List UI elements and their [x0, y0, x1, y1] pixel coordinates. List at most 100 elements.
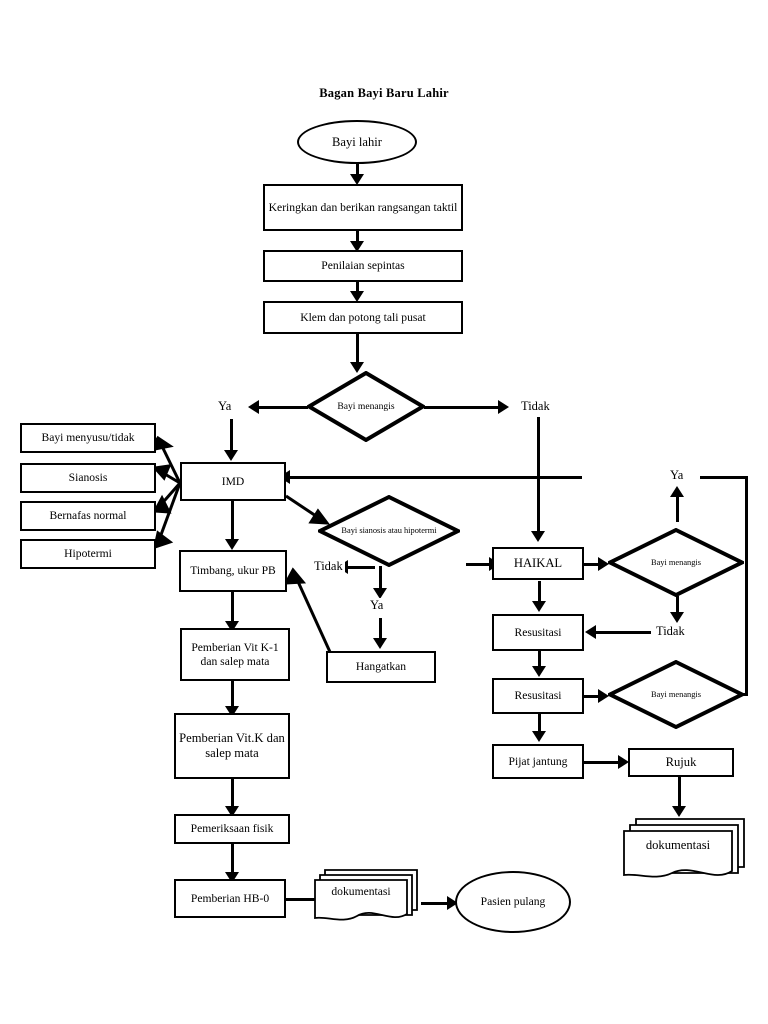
edge-label-tidak-sianosis: Tidak	[312, 559, 345, 574]
node-label: dokumentasi	[331, 885, 391, 899]
edge-label-ya-kiri: Ya	[216, 399, 234, 414]
arrowhead-tidak-right	[498, 400, 509, 414]
arrowhead-vitk2	[225, 706, 239, 717]
edge-decision1-tidak	[424, 406, 500, 409]
node-label: Pijat jantung	[508, 754, 568, 768]
node-keringkan-rangsangan[interactable]: Keringkan dan berikan rangsangan taktil	[263, 184, 463, 231]
node-label: Bayi menangis	[650, 557, 701, 567]
node-label: Bayi sianosis atau hipotermi	[341, 526, 437, 536]
edge-vitk2-to-pemeriksaan	[231, 779, 234, 808]
node-label: Bayi menangis	[650, 689, 701, 699]
node-pemeriksaan-fisik[interactable]: Pemeriksaan fisik	[174, 814, 290, 844]
arrowhead-resusitasi2-top	[532, 666, 546, 677]
edge-resusitasi2-to-pijat	[538, 713, 541, 733]
arrowhead-klem	[350, 291, 364, 302]
edge-label-ya-sianosis: Ya	[368, 598, 386, 613]
node-decision-bayi-menangis-2[interactable]: Bayi menangis	[608, 528, 744, 597]
edge-timbang-to-vitk1	[231, 591, 234, 623]
node-observasi-sianosis[interactable]: Sianosis	[20, 463, 156, 493]
edge-sianosis-ya-upper	[379, 566, 382, 590]
edge-start-to-keringkan	[356, 162, 359, 176]
edge-ya-return-right-segment	[700, 476, 748, 479]
node-imd[interactable]: IMD	[180, 462, 286, 501]
node-label: Timbang, ukur PB	[190, 564, 276, 578]
edge-tidak-into-resusitasi	[593, 631, 651, 634]
node-decision-bayi-sianosis-hipotermi[interactable]: Bayi sianosis atau hipotermi	[318, 495, 460, 567]
edge-label-tidak-kanan: Tidak	[519, 399, 552, 414]
node-decision-bayi-menangis-1[interactable]: Bayi menangis	[307, 371, 425, 442]
arrowhead-resusitasi1-right	[585, 625, 596, 639]
node-start-bayi-lahir[interactable]: Bayi lahir	[297, 120, 417, 164]
node-label: Pemeriksaan fisik	[190, 822, 274, 836]
node-label: Pasien pulang	[480, 895, 546, 909]
node-label: Penilaian sepintas	[321, 259, 405, 273]
node-label: IMD	[221, 474, 245, 488]
node-label: Bayi lahir	[331, 134, 382, 149]
edge-haikal-to-resusitasi1	[538, 581, 541, 603]
edge-into-haikal-left	[466, 563, 492, 566]
edge-haikal-to-decision2	[584, 563, 602, 566]
node-label: Hipotermi	[64, 547, 112, 561]
arrowhead-pijat	[532, 731, 546, 742]
node-hangatkan[interactable]: Hangatkan	[326, 651, 436, 683]
node-dokumentasi-kanan[interactable]: dokumentasi	[622, 815, 748, 883]
edge-decision1-ya	[258, 406, 308, 409]
node-observasi-hipotermi[interactable]: Hipotermi	[20, 539, 156, 569]
node-label: Sianosis	[68, 471, 108, 485]
edge-imd-to-timbang	[231, 501, 234, 541]
arrowhead-decision3	[598, 689, 609, 703]
node-timbang-ukur-pb[interactable]: Timbang, ukur PB	[179, 550, 287, 592]
node-label: HAIKAL	[513, 556, 563, 571]
edge-penilaian-to-klem	[356, 281, 359, 293]
node-pemberian-vit-k1-salep-mata[interactable]: Pemberian Vit K-1 dan salep mata	[180, 628, 290, 681]
node-penilaian-sepintas[interactable]: Penilaian sepintas	[263, 250, 463, 282]
edge-sianosis-ya-lower	[379, 618, 382, 640]
node-label: Resusitasi	[514, 625, 562, 639]
node-klem-potong-tali-pusat[interactable]: Klem dan potong tali pusat	[263, 301, 463, 334]
edge-keringkan-to-penilaian	[356, 230, 359, 243]
node-pemberian-hb-0[interactable]: Pemberian HB-0	[174, 879, 286, 918]
arrowhead-decision2-ya	[670, 486, 684, 497]
edge-sianosis-tidak	[345, 566, 375, 569]
node-label: Pemberian Vit.K dan salep mata	[179, 731, 285, 760]
node-observasi-bayi-menyusu[interactable]: Bayi menyusu/tidak	[20, 423, 156, 453]
node-rujuk[interactable]: Rujuk	[628, 748, 734, 777]
edge-dokumentasi-to-pulang	[421, 902, 450, 905]
edge-decision2-tidak-down	[676, 596, 679, 614]
node-label: Keringkan dan berikan rangsangan taktil	[268, 200, 458, 214]
edge-ya-return-vertical	[745, 476, 748, 696]
node-observasi-bernafas-normal[interactable]: Bernafas normal	[20, 501, 156, 531]
node-label: Pemberian Vit K-1 dan salep mata	[191, 640, 279, 668]
arrowhead-penilaian	[350, 241, 364, 252]
edge-pemeriksaan-to-hb0	[231, 844, 234, 874]
node-label: Rujuk	[665, 755, 697, 770]
arrowhead-dokumentasi-kanan	[672, 806, 686, 817]
edge-resusitasi2-to-decision3	[584, 695, 602, 698]
arrowhead-hangatkan	[373, 638, 387, 649]
node-label: Pemberian HB-0	[190, 891, 270, 905]
node-pasien-pulang[interactable]: Pasien pulang	[455, 871, 571, 933]
node-resusitasi-2[interactable]: Resusitasi	[492, 678, 584, 714]
node-decision-bayi-menangis-3[interactable]: Bayi menangis	[608, 660, 744, 729]
node-label: Bernafas normal	[49, 509, 127, 523]
arrowhead-rujuk	[618, 755, 629, 769]
node-resusitasi-1[interactable]: Resusitasi	[492, 614, 584, 651]
arrowhead-pemeriksaan	[225, 806, 239, 817]
edge-ya-down-to-imd	[230, 419, 233, 452]
node-label: dokumentasi	[645, 837, 711, 852]
node-pijat-jantung[interactable]: Pijat jantung	[492, 744, 584, 779]
edge-label-ya-return: Ya	[668, 468, 686, 483]
edge-rujuk-to-dokumentasi	[678, 776, 681, 808]
edge-vitk1-to-vitk2	[231, 680, 234, 708]
node-dokumentasi-kiri[interactable]: dokumentasi	[313, 866, 421, 924]
arrowhead-timbang	[225, 539, 239, 550]
node-label: Hangatkan	[355, 660, 407, 674]
node-label: Klem dan potong tali pusat	[300, 310, 426, 324]
node-label: Bayi menangis	[337, 400, 395, 412]
arrowhead-decision1	[350, 362, 364, 373]
node-pemberian-vitk-salep-mata[interactable]: Pemberian Vit.K dan salep mata	[174, 713, 290, 779]
edge-klem-to-decision	[356, 333, 359, 365]
edge-ya-return-left-segment	[287, 476, 582, 479]
node-haikal[interactable]: HAIKAL	[492, 547, 584, 580]
